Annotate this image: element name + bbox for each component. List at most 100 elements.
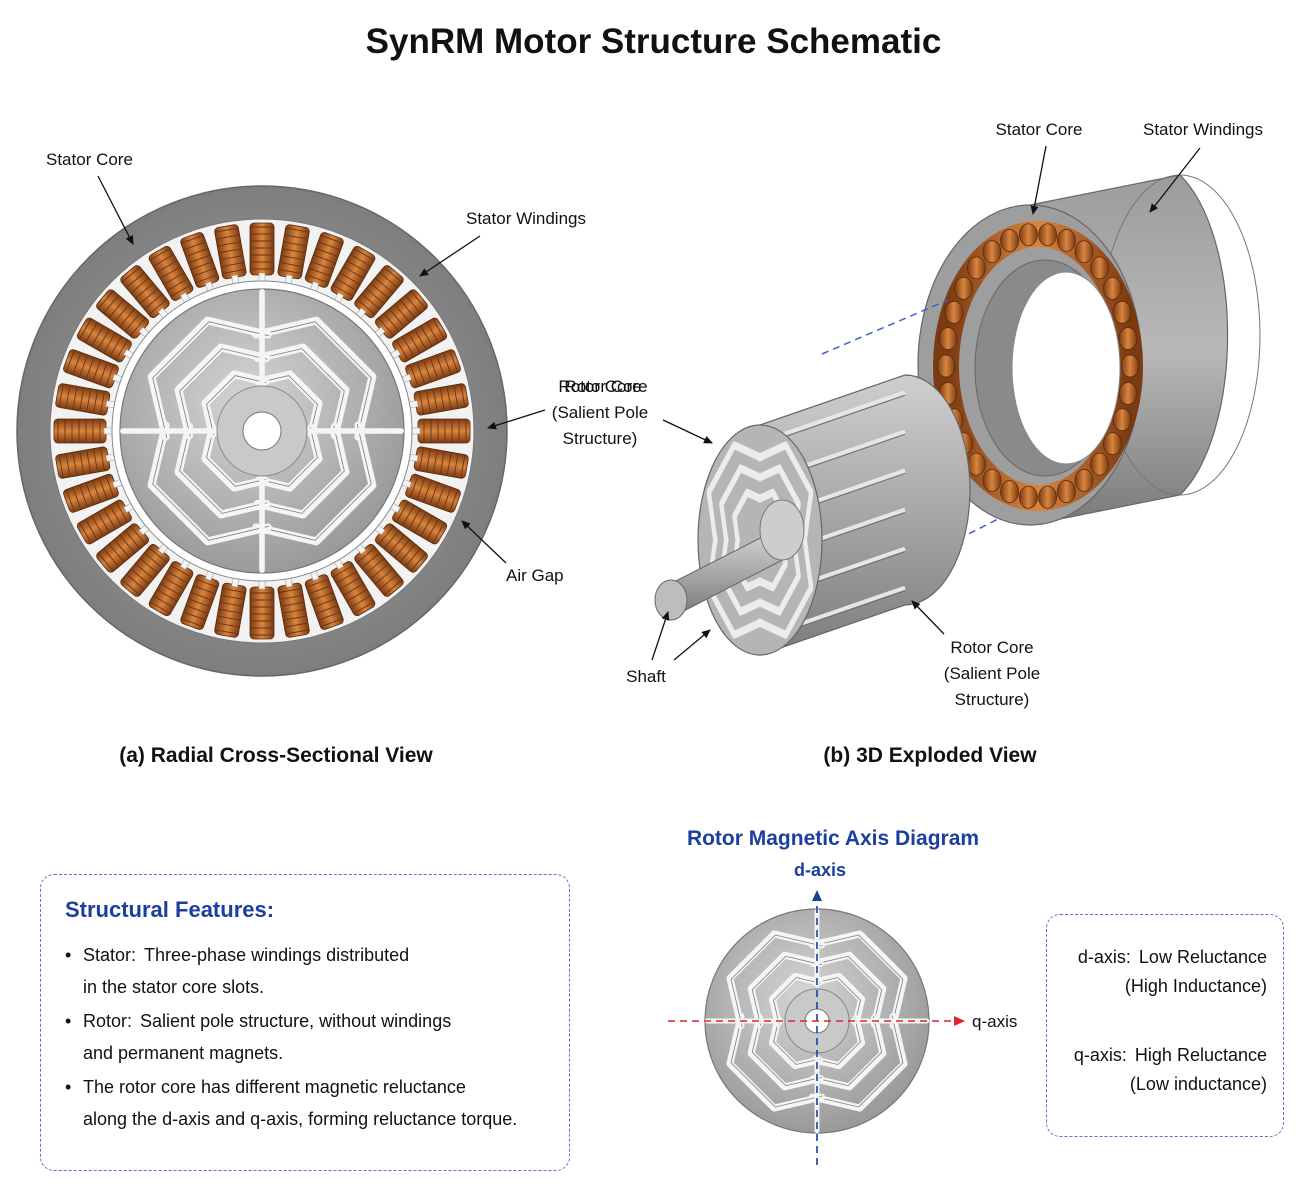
label-rotor-core-b-top-1: Rotor Core xyxy=(564,377,647,396)
leader-stator-windings-b xyxy=(1149,147,1201,213)
winding-coil xyxy=(63,473,125,513)
feature-item-rotor: Rotor:Salient pole structure, without wi… xyxy=(65,1005,549,1069)
flux-barrier-group xyxy=(808,930,908,1030)
stator-bore-inner xyxy=(1011,271,1121,465)
winding-coil-3d xyxy=(1057,229,1076,252)
winding-coil-3d xyxy=(1018,485,1038,509)
winding-coil xyxy=(120,542,170,597)
winding-coil xyxy=(409,418,471,444)
page-title: SynRM Motor Structure Schematic xyxy=(365,22,942,61)
winding-coil xyxy=(76,317,136,363)
label-stator-core-b: Stator Core xyxy=(996,120,1083,139)
axis-legend-box: d-axis:Low Reluctance (High Inductance) … xyxy=(1046,914,1284,1137)
winding-coil-3d xyxy=(1112,300,1132,324)
label-stator-core-a: Stator Core xyxy=(46,150,133,169)
winding-coil xyxy=(304,568,344,630)
winding-coil xyxy=(214,575,247,638)
flux-barrier-group xyxy=(147,316,272,441)
winding-coil xyxy=(55,383,118,416)
shaft-hub xyxy=(759,499,805,561)
feature-item-stator: Stator:Three-phase windings distributedi… xyxy=(65,939,549,1003)
winding-coil-3d xyxy=(944,300,964,324)
features-list: Stator:Three-phase windings distributedi… xyxy=(65,939,549,1135)
winding-coil-3d xyxy=(1120,354,1140,378)
winding-coil xyxy=(55,446,118,479)
label-rotor-core-a-3: Structure) xyxy=(563,429,638,448)
winding-coil xyxy=(304,232,344,294)
winding-coil xyxy=(277,224,310,287)
winding-coil xyxy=(249,578,275,640)
flux-barrier-group xyxy=(726,930,826,1030)
flux-barrier-group xyxy=(808,1012,908,1112)
winding-coil-3d xyxy=(938,327,958,350)
q-axis-legend-line2: (Low inductance) xyxy=(1129,1074,1267,1094)
winding-coil xyxy=(354,265,404,320)
winding-coil-3d xyxy=(1000,229,1019,252)
winding-coil xyxy=(388,499,448,545)
winding-coil-3d xyxy=(1090,256,1109,280)
winding-coil-3d xyxy=(1103,432,1122,455)
leader-rotor-core-b-top xyxy=(662,419,713,444)
d-axis-legend-line2: (High Inductance) xyxy=(1124,976,1267,996)
leader-shaft-2 xyxy=(673,629,711,661)
winding-coil xyxy=(180,232,220,294)
label-rotor-core-a-1: Rotor Core xyxy=(558,377,641,396)
winding-coil-3d xyxy=(1057,480,1076,503)
winding-coil xyxy=(148,245,194,305)
winding-coil-3d xyxy=(967,256,986,280)
label-air-gap: Air Gap xyxy=(506,566,564,585)
shaft-hole xyxy=(242,411,282,451)
q-axis-legend-line1: q-axis:High Reluctance xyxy=(1073,1045,1267,1065)
winding-coil-3d xyxy=(1000,480,1019,503)
leader-air-gap xyxy=(461,520,507,564)
d-axis-label: d-axis xyxy=(794,860,846,880)
winding-coil-3d xyxy=(982,240,1002,264)
axis-rotor-barriers xyxy=(704,908,930,1134)
winding-coil-3d xyxy=(954,277,973,300)
exploded-view xyxy=(654,174,1261,656)
winding-coil xyxy=(180,568,220,630)
stator-windings-ring xyxy=(53,222,471,640)
end-barrier-group xyxy=(706,441,763,545)
leader-stator-core-b xyxy=(1030,145,1047,215)
feature-item-reluctance: The rotor core has different magnetic re… xyxy=(65,1071,549,1135)
winding-coil xyxy=(249,222,275,284)
rotor-flux-barriers xyxy=(120,289,404,573)
winding-coil-3d xyxy=(1118,327,1138,350)
leader-rotor-core-b-bottom xyxy=(911,600,945,635)
winding-coil xyxy=(406,446,469,479)
winding-coil-3d xyxy=(1018,223,1038,247)
caption-radial-view: (a) Radial Cross-Sectional View xyxy=(119,744,433,767)
winding-coil xyxy=(373,289,428,339)
winding-coil-3d xyxy=(1074,468,1094,492)
d-axis-legend-line1: d-axis:Low Reluctance xyxy=(1077,947,1267,967)
winding-coil xyxy=(406,383,469,416)
winding-coil xyxy=(53,418,115,444)
caption-exploded-view: (b) 3D Exploded View xyxy=(823,744,1037,767)
winding-coil-3d xyxy=(1090,452,1109,476)
label-rotor-core-b-bottom-1: Rotor Core xyxy=(950,638,1033,657)
structural-features-box: Structural Features: Stator:Three-phase … xyxy=(40,874,570,1171)
winding-coil xyxy=(96,523,151,573)
q-axis-label: q-axis xyxy=(972,1012,1017,1031)
label-rotor-core-b-bottom-2: (Salient Pole xyxy=(944,664,1040,683)
leader-stator-core-a xyxy=(97,175,134,245)
winding-coil-3d xyxy=(1112,408,1132,432)
leader-shaft-1 xyxy=(651,611,670,661)
label-shaft: Shaft xyxy=(626,667,666,686)
flux-barrier-group xyxy=(147,421,272,546)
label-stator-windings-b: Stator Windings xyxy=(1143,120,1263,139)
winding-coil xyxy=(277,575,310,638)
leader-stator-windings-a xyxy=(419,235,481,277)
radial-cross-section xyxy=(16,185,508,677)
label-rotor-core-a-2: (Salient Pole xyxy=(552,403,648,422)
winding-coil-3d xyxy=(936,354,956,378)
features-heading: Structural Features: xyxy=(65,897,275,922)
winding-coil-3d xyxy=(1103,277,1122,300)
winding-coil xyxy=(148,557,194,617)
flux-barrier-group xyxy=(252,316,377,441)
label-stator-windings-a: Stator Windings xyxy=(466,209,586,228)
winding-coil-3d xyxy=(1074,240,1094,264)
